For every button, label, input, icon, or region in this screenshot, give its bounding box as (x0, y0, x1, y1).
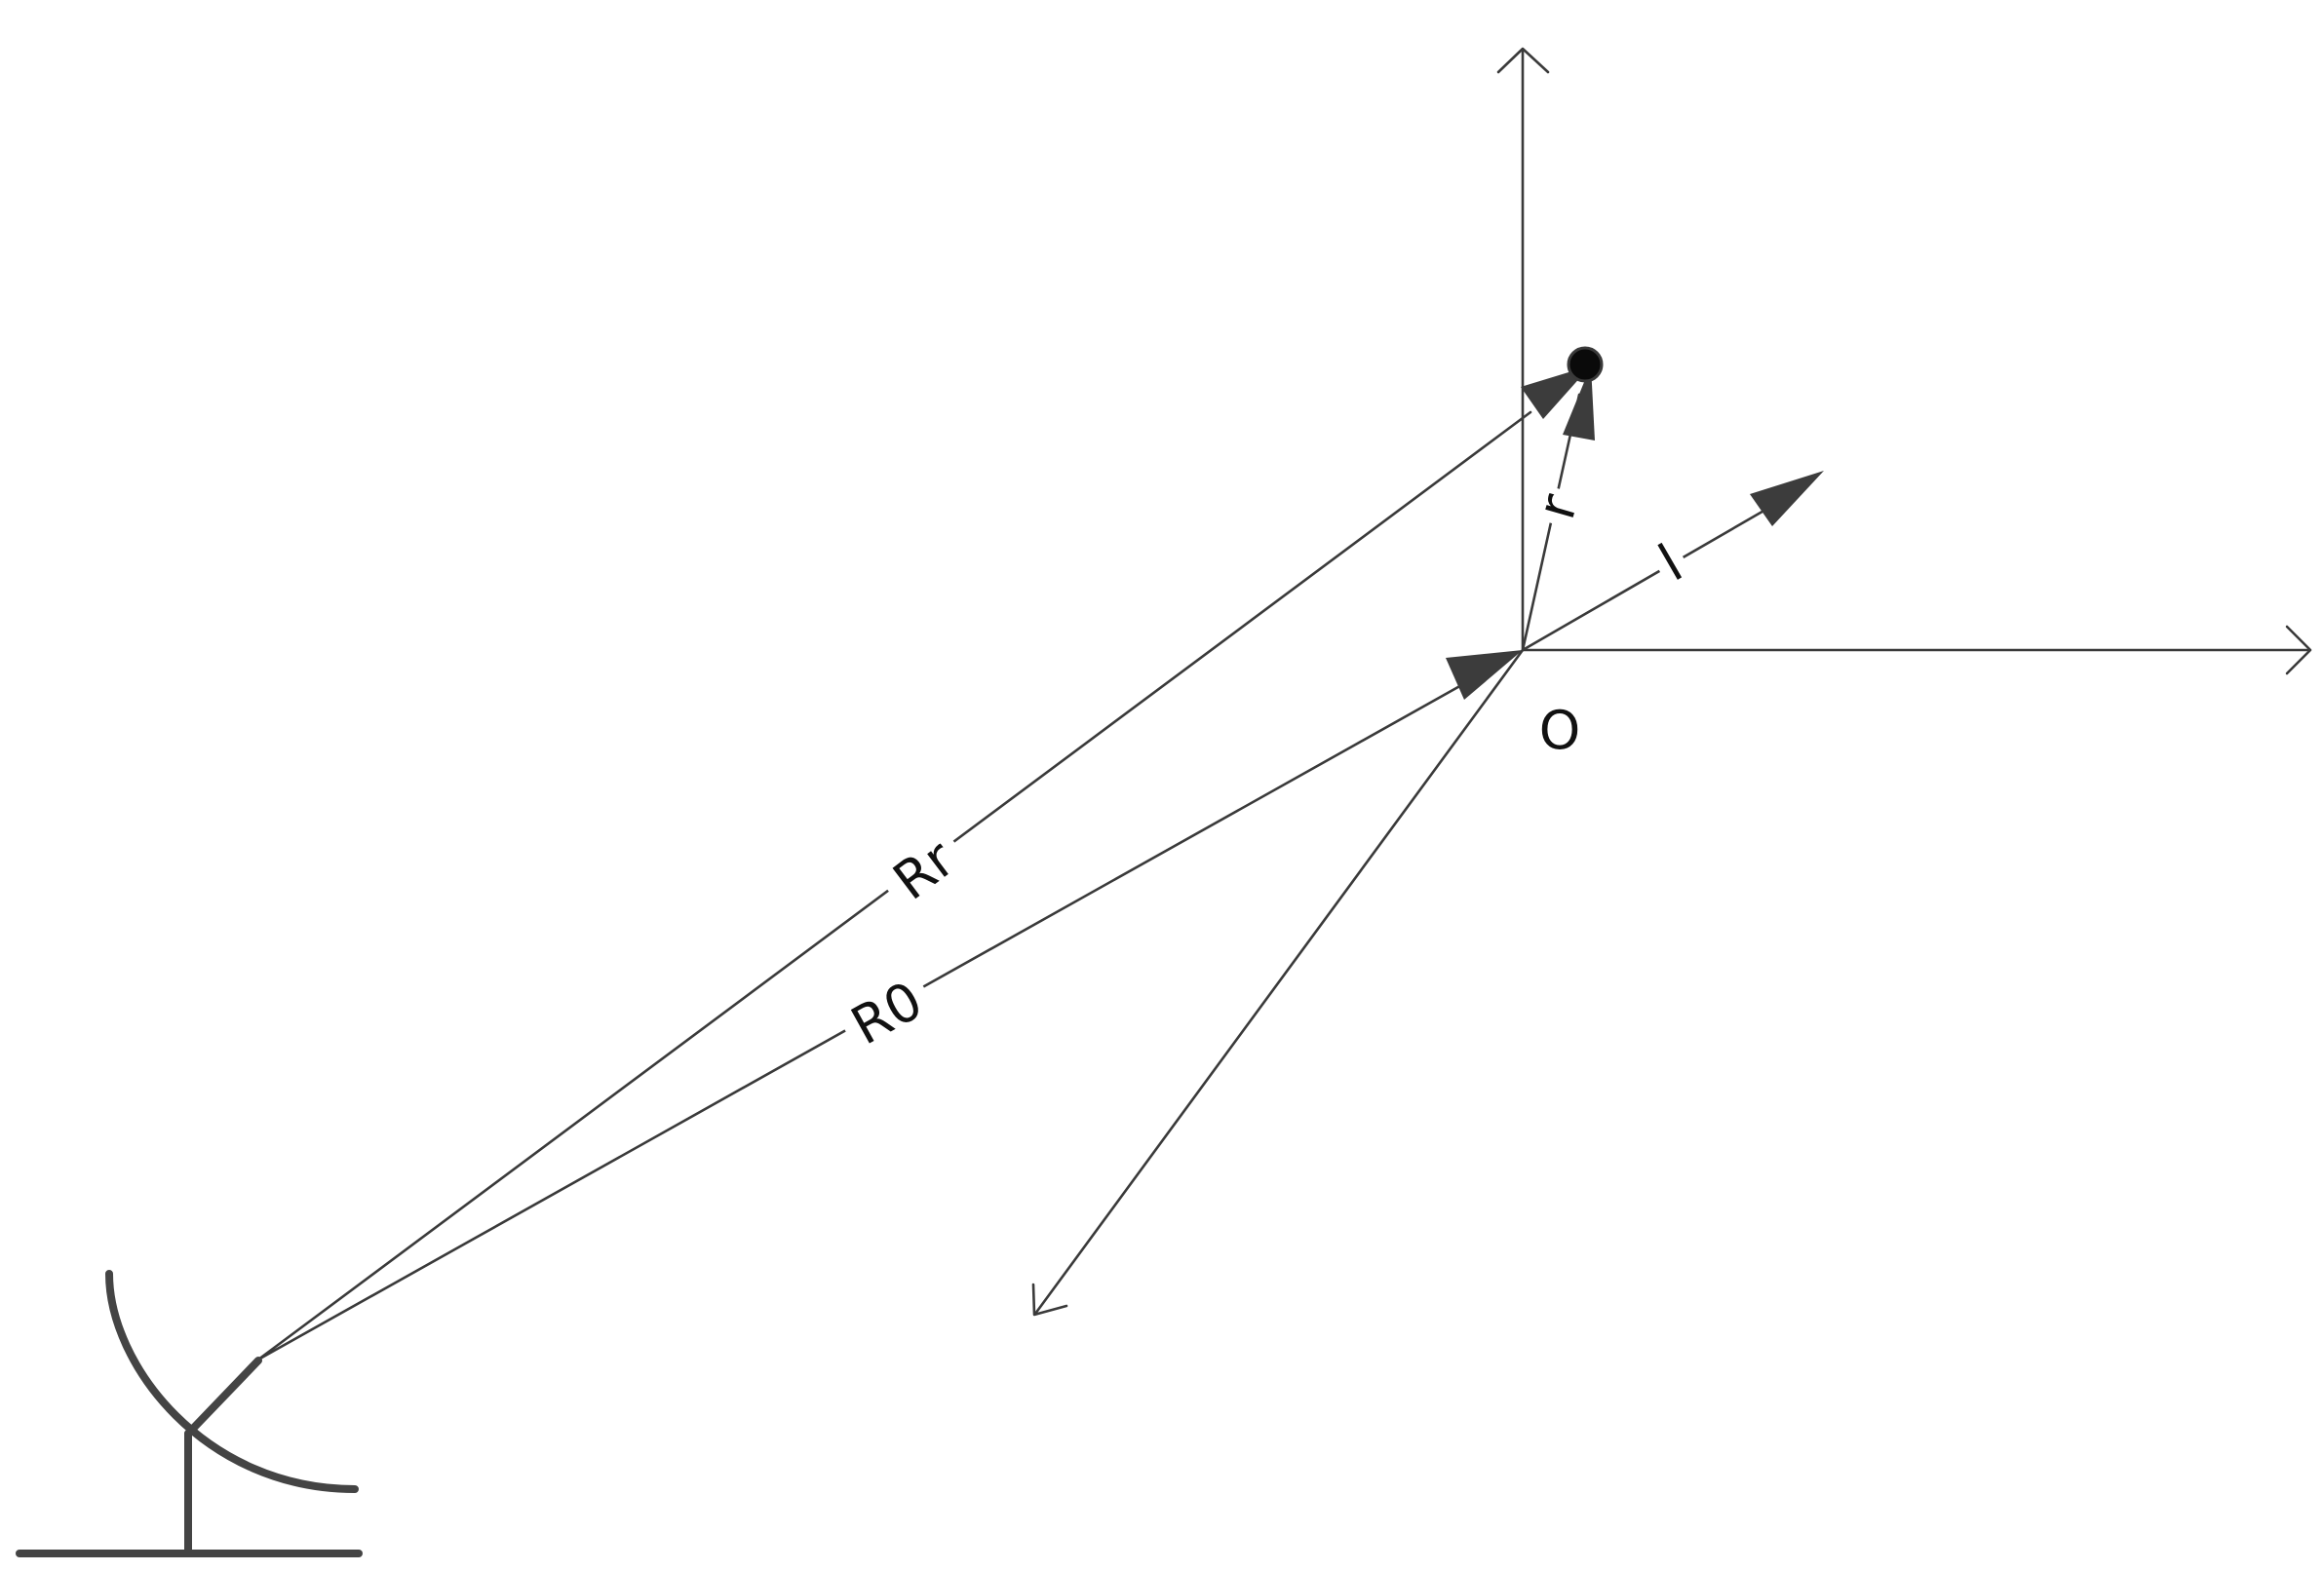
axis-diagonal (1033, 648, 1525, 1316)
target-point (1567, 346, 1604, 383)
label-origin: O (1539, 700, 1581, 761)
antenna-feed-arm (184, 1357, 262, 1437)
vector-r-arrowhead (1563, 365, 1595, 441)
axis-vertical-arrowhead (1496, 47, 1550, 74)
vector-R0-arrowhead (1446, 650, 1523, 700)
antenna-dish (105, 1270, 359, 1493)
axis-diagonal-arrowhead (1031, 1283, 1068, 1317)
axis-horizontal-arrowhead (2285, 625, 2312, 675)
vector-Rr-arrowhead (1521, 365, 1591, 419)
vector-l-line (1521, 500, 1781, 652)
vector-l-arrowhead (1750, 471, 1824, 526)
